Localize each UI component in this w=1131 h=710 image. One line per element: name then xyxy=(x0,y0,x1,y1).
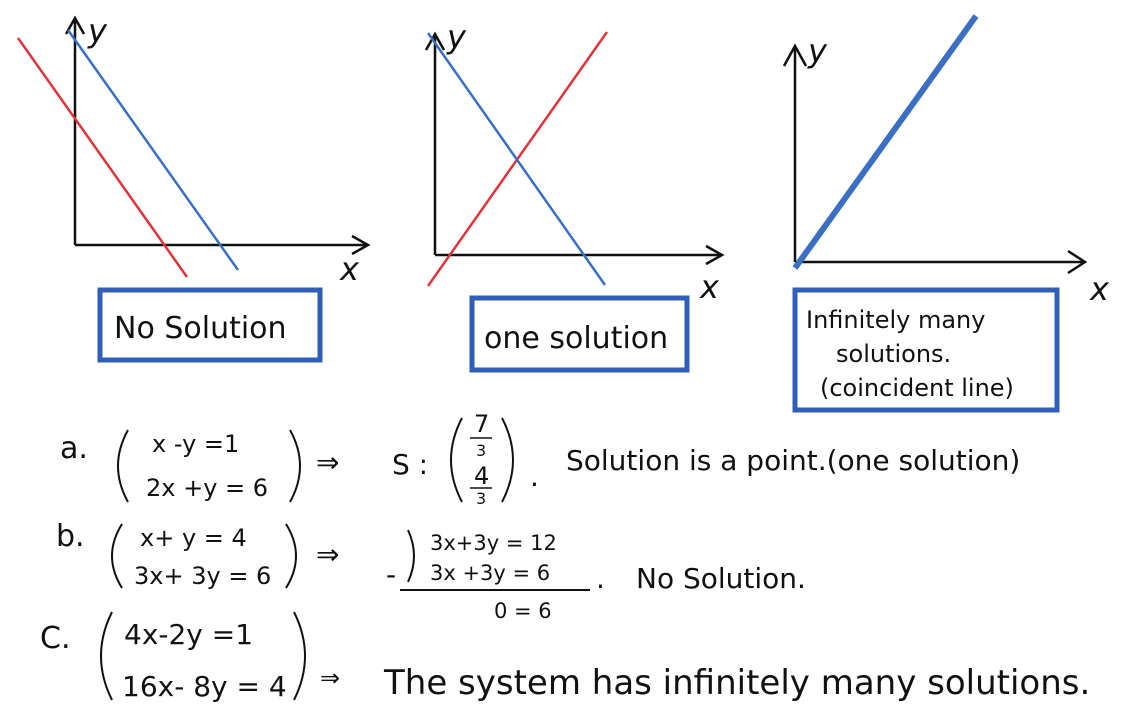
problem-b-eq2: 3x+ 3y = 6 xyxy=(134,562,271,590)
graph1-x-label: x xyxy=(339,250,360,288)
problem-a-eq2: 2x +y = 6 xyxy=(146,474,268,502)
problem-a-vector-right-paren xyxy=(501,417,514,503)
problem-c: C. 4x-2y =1 16x- 8y = 4 ⇒ The system has… xyxy=(40,611,1090,703)
graph2-blue-line xyxy=(426,32,607,286)
graph3-x-arrowhead xyxy=(1067,249,1088,275)
problem-a-dot: . xyxy=(530,460,539,493)
graph2-y-arrowhead xyxy=(424,31,446,51)
problem-a-frac-top-num: 7 xyxy=(474,410,489,438)
graph1-caption: No Solution xyxy=(114,311,287,346)
problem-a: a. x -y =1 2x +y = 6 ⇒ S : 7 3 4 3 . Sol… xyxy=(60,410,1020,508)
graph-one-solution: y x one solution xyxy=(424,18,725,373)
graph-no-solution: y x No Solution xyxy=(16,12,371,363)
problem-b-right-paren xyxy=(285,523,297,589)
graph3-x-label: x xyxy=(1089,270,1110,308)
problem-a-frac-bot-den: 3 xyxy=(476,489,486,508)
problem-b-arrow: ⇒ xyxy=(316,538,339,571)
graph3-caption-box xyxy=(792,287,1060,413)
graph1-caption-box xyxy=(97,287,323,363)
problem-c-eq2: 16x- 8y = 4 xyxy=(122,670,287,703)
graph1-blue-line xyxy=(66,29,240,271)
problem-c-left-paren xyxy=(100,611,113,701)
problem-c-right-paren xyxy=(293,611,306,701)
problem-b-left-paren xyxy=(111,523,123,589)
problem-a-label: a. xyxy=(60,431,88,466)
problem-b-brace xyxy=(407,529,415,583)
problem-c-eq1: 4x-2y =1 xyxy=(124,618,253,651)
problem-a-arrow: ⇒ xyxy=(316,446,339,479)
graph2-y-label: y xyxy=(446,18,467,56)
graph3-caption-line2: solutions. xyxy=(836,340,951,368)
graph3-y-label: y xyxy=(807,32,828,70)
problem-a-result: Solution is a point.(one solution) xyxy=(566,444,1020,477)
problem-c-label: C. xyxy=(40,621,70,656)
graph1-y-arrowhead xyxy=(64,15,86,35)
graph2-caption: one solution xyxy=(484,321,668,356)
problem-b-sub-result: 0 = 6 xyxy=(494,599,552,623)
problem-c-arrow: ⇒ xyxy=(320,664,340,692)
problem-b-eq1: x+ y = 4 xyxy=(140,524,247,552)
graph1-y-label: y xyxy=(87,12,108,50)
graph1-x-arrowhead xyxy=(351,234,371,256)
problem-b-sub-eq1: 3x+3y = 12 xyxy=(430,531,557,555)
graph2-x-label: x xyxy=(699,268,720,306)
problem-b: b. x+ y = 4 3x+ 3y = 6 ⇒ - 3x+3y = 12 3x… xyxy=(56,519,806,623)
problem-a-vector-left-paren xyxy=(450,417,463,503)
graph3-y-arrowhead xyxy=(782,43,808,67)
problem-b-label: b. xyxy=(56,519,85,554)
graph-infinitely-many: y x Infinitely many solutions. (coincide… xyxy=(782,14,1110,413)
problem-b-result: No Solution. xyxy=(636,562,806,595)
graph3-caption-line1: Infinitely many xyxy=(806,306,985,334)
problem-b-minus: - xyxy=(386,558,396,591)
graph2-caption-box xyxy=(469,295,690,373)
problem-b-sub-eq2: 3x +3y = 6 xyxy=(430,561,550,585)
problem-a-eq1: x -y =1 xyxy=(152,430,239,458)
problem-a-s-label: S : xyxy=(392,448,428,481)
problem-a-frac-top-den: 3 xyxy=(476,441,486,460)
problem-a-frac-bot-num: 4 xyxy=(474,462,489,490)
problem-a-right-paren xyxy=(289,429,301,503)
problem-a-left-paren xyxy=(117,429,129,503)
graph3-coincident-line xyxy=(792,14,979,270)
graph2-x-arrowhead xyxy=(705,244,725,266)
problem-c-result: The system has infinitely many solutions… xyxy=(383,663,1090,703)
graph1-red-line xyxy=(16,37,189,278)
graph3-caption-line3: (coincident line) xyxy=(820,374,1014,402)
problem-b-dot: . xyxy=(596,562,605,595)
